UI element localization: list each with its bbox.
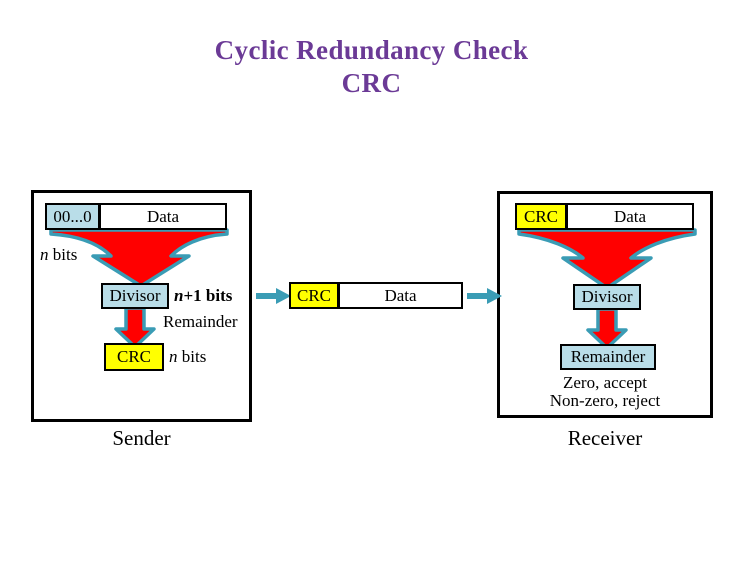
page-title: Cyclic Redundancy Check CRC — [0, 34, 743, 100]
receiver-divisor-block: Divisor — [573, 284, 641, 310]
sender-remainder-arrow — [114, 306, 156, 349]
transmitted-data-block: Data — [338, 282, 463, 309]
title-line-2: CRC — [341, 68, 402, 98]
transmit-arrow-right — [467, 288, 502, 304]
receiver-remainder-label: Remainder — [570, 347, 646, 366]
transmitted-crc-block: CRC — [289, 282, 339, 309]
transmit-arrow-left — [256, 288, 291, 304]
sender-crc-size-label: n bits — [169, 347, 207, 366]
sender-remainder-label: Remainder — [163, 312, 238, 331]
sender-zeros-block: 00...0 — [45, 203, 100, 230]
sender-zeros-size-label: n bits — [40, 245, 78, 264]
sender-divisor-block: Divisor — [101, 283, 169, 309]
transmitted-data-label: Data — [384, 285, 417, 305]
receiver-decision-line-1: Zero, accept — [497, 373, 713, 393]
sender-crc-label: CRC — [116, 347, 152, 366]
receiver-decision-line-2: Non-zero, reject — [497, 391, 713, 411]
sender-data-label: Data — [146, 206, 180, 226]
receiver-divisor-label: Divisor — [581, 287, 633, 306]
title-line-1: Cyclic Redundancy Check — [214, 35, 529, 65]
receiver-data-block: Data — [566, 203, 694, 230]
receiver-decision-text-1: Zero, accept — [563, 373, 647, 392]
sender-data-block: Data — [99, 203, 227, 230]
receiver-funnel-arrow — [517, 228, 697, 290]
sender-zeros-label: 00...0 — [53, 206, 92, 226]
receiver-name-label: Receiver — [567, 426, 643, 450]
receiver-data-label: Data — [613, 206, 647, 226]
receiver-crc-block: CRC — [515, 203, 567, 230]
receiver-remainder-block: Remainder — [560, 344, 656, 370]
sender-crc-block: CRC — [104, 343, 164, 371]
receiver-decision-text-2: Non-zero, reject — [549, 391, 661, 410]
sender-divisor-label: Divisor — [109, 286, 161, 305]
transmitted-crc-label: CRC — [296, 285, 332, 305]
receiver-remainder-arrow — [586, 307, 628, 350]
receiver-crc-label: CRC — [523, 206, 559, 226]
sender-divisor-size-label: n+1 bits — [174, 286, 233, 305]
sender-name-label: Sender — [112, 426, 171, 450]
